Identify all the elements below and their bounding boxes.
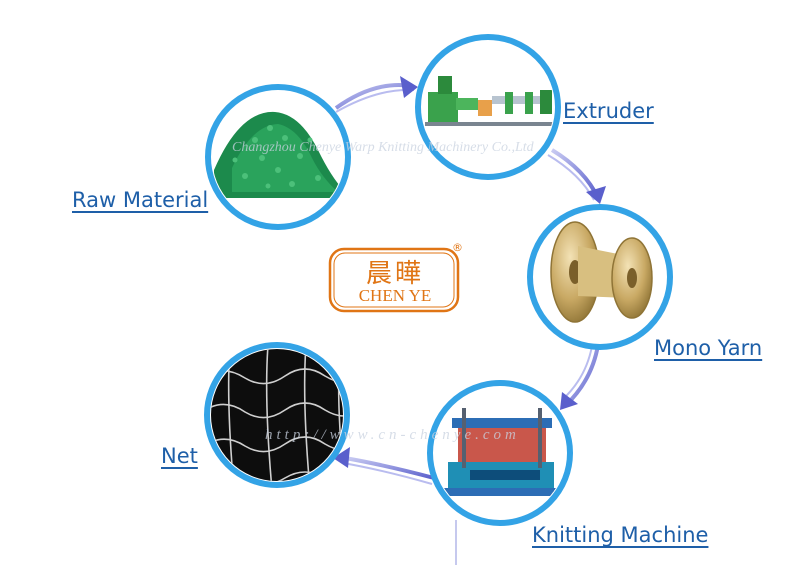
arrow-raw-to-extruder: [334, 82, 413, 110]
arrow-knitting-to-net: [344, 456, 435, 480]
knitting-machine-label: Knitting Machine: [532, 523, 709, 547]
raw-material-label: Raw Material: [72, 188, 209, 212]
raw-material-node: [205, 84, 351, 230]
knitting-machine-node: [427, 380, 573, 526]
extruder-node: [415, 34, 561, 180]
net-label: Net: [161, 444, 198, 468]
logo-english-text: CHEN YE: [358, 286, 432, 305]
mono-yarn-label: Mono Yarn: [654, 336, 763, 360]
flow-arrows: [333, 76, 606, 565]
green-granules-image: [212, 91, 344, 223]
spool-image: [534, 211, 666, 343]
black-net-image: [211, 349, 343, 481]
logo-chinese-text: 晨曄: [365, 259, 424, 289]
registered-mark: ®: [452, 241, 463, 254]
mono-yarn-node: [527, 204, 673, 350]
chenye-logo: 晨曄 CHEN YE ®: [328, 241, 463, 315]
extruder-label: Extruder: [563, 99, 654, 123]
net-node: [204, 342, 350, 488]
knitting-machine-image: [434, 387, 566, 519]
extruder-line-image: [422, 41, 554, 173]
